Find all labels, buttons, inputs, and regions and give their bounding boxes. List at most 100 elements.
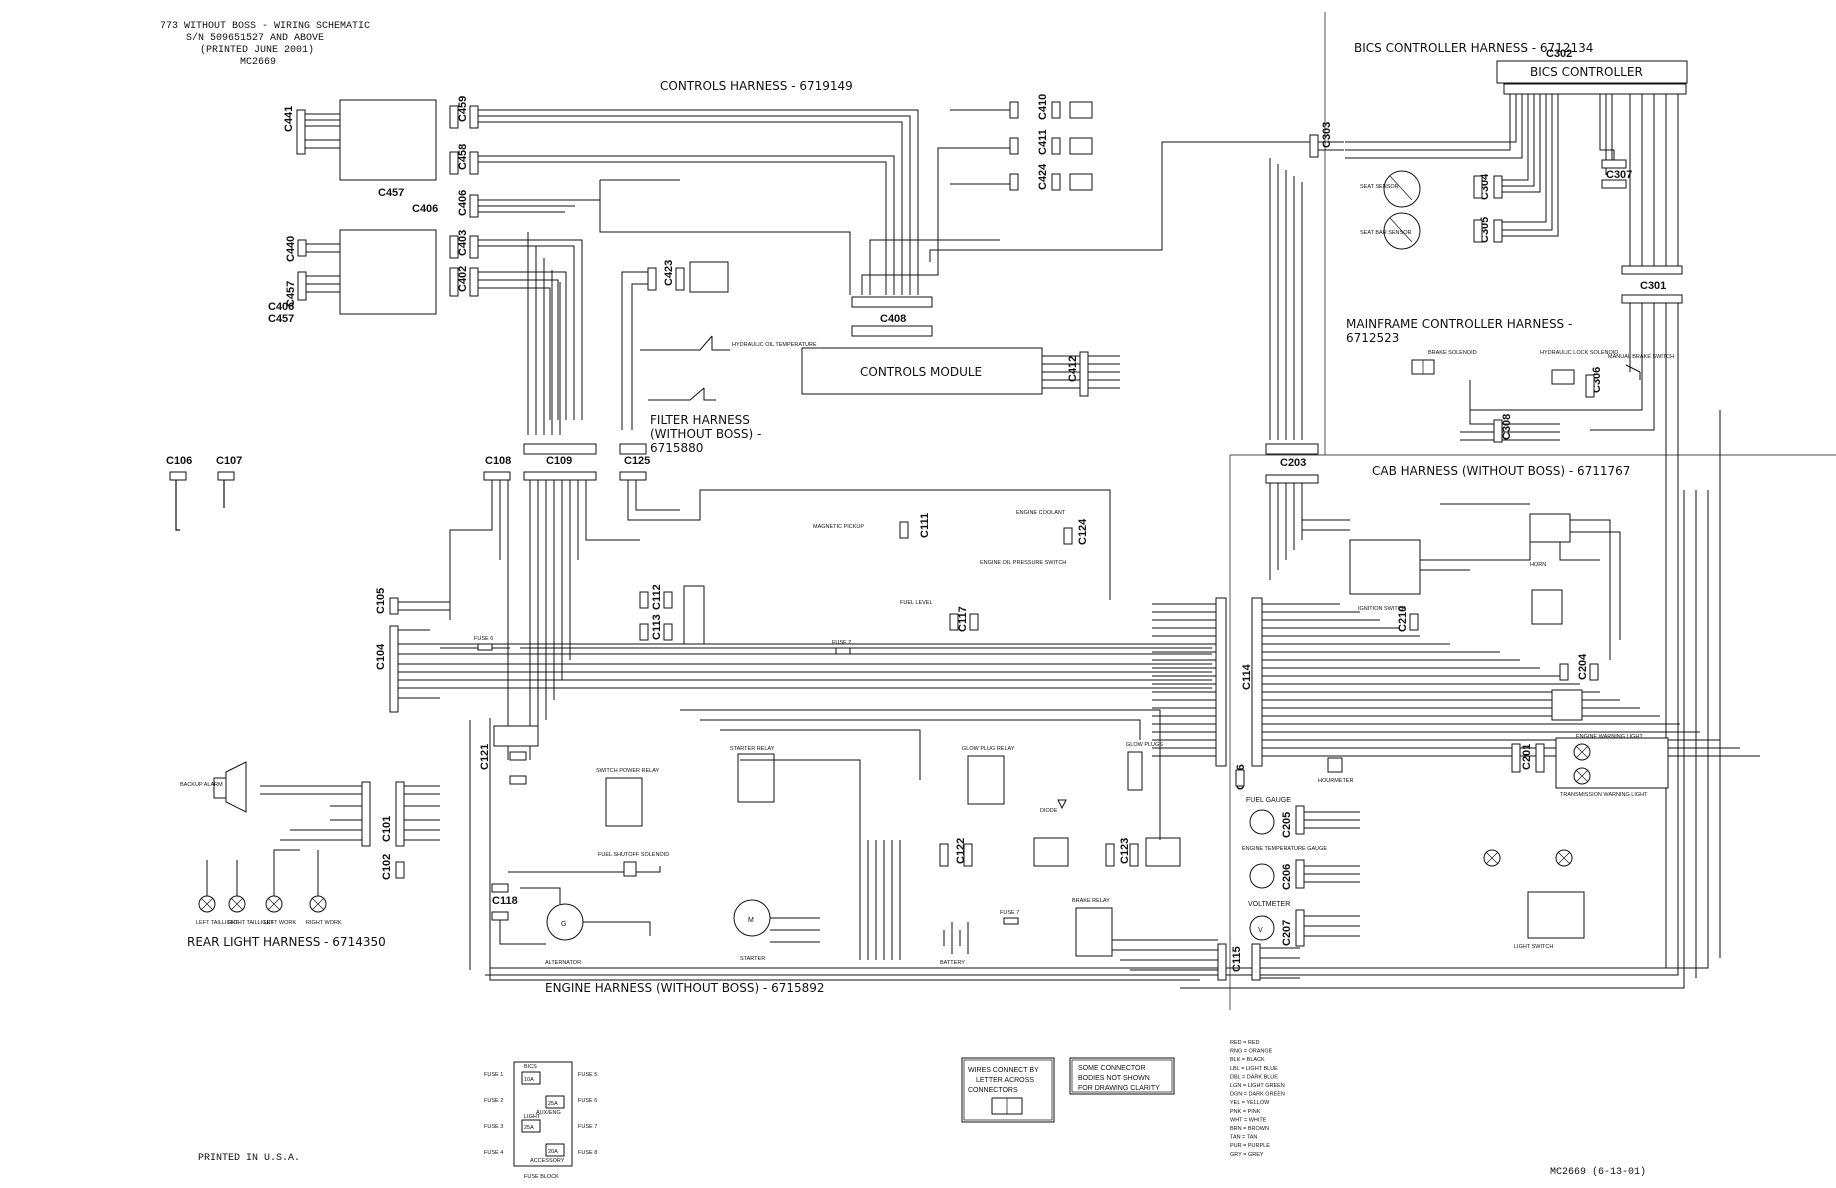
c308-wires <box>1460 380 1560 441</box>
left-work-light: LEFT WORK <box>264 895 296 926</box>
fuse-group-label: AUX/ENG <box>536 1110 561 1116</box>
battery: BATTERY FUSE 7 <box>940 910 1019 966</box>
filter-harness-label-1: FILTER HARNESS <box>650 413 750 427</box>
engine-harness-label: ENGINE HARNESS (WITHOUT BOSS) - 6715892 <box>545 981 825 995</box>
c102-body <box>395 861 405 879</box>
c122-body <box>939 843 949 867</box>
manual-brake-label: MANUAL BRAKE SWITCH <box>1608 354 1674 360</box>
filter-harness-label-2: (WITHOUT BOSS) - <box>650 427 761 441</box>
left-taillight: LEFT TAILLIGHT <box>196 895 239 926</box>
note-line: SOME CONNECTOR <box>1078 1065 1146 1072</box>
bics-controller-box <box>1496 60 1688 84</box>
fuse-amp-label: 10A <box>524 1077 534 1083</box>
svg-text:V: V <box>1258 927 1263 934</box>
glow-plug-relay-label: GLOW PLUG RELAY <box>962 746 1015 752</box>
fuel-shutoff-label: FUEL SHUTOFF SOLENOID <box>598 852 669 858</box>
printed-in-usa: PRINTED IN U.S.A. <box>198 1153 300 1164</box>
connector-label: C459 <box>457 96 469 122</box>
connector-label: C124 <box>1077 518 1089 545</box>
c440-body <box>297 239 307 257</box>
fuse-cell <box>521 1071 541 1085</box>
backup-alarm: BACKUP ALARM <box>180 761 247 813</box>
fuse-label: FUSE 5 <box>578 1072 597 1078</box>
connector-label: C423 <box>663 260 675 286</box>
connector-label: C411 <box>1037 129 1049 155</box>
c118-body <box>491 883 509 893</box>
battery-label: BATTERY <box>940 960 965 966</box>
c408-body <box>851 296 933 308</box>
c423-body <box>647 267 657 291</box>
ignition-switch-symbol <box>1349 539 1421 595</box>
connector-label: C106 <box>166 455 192 467</box>
c123-body <box>1105 843 1115 867</box>
transmission-warning-label: TRANSMISSION WARNING LIGHT <box>1560 792 1648 798</box>
c201-body-2 <box>1535 743 1545 773</box>
c408-body-2 <box>851 325 933 337</box>
connector-label: C406 <box>268 301 294 313</box>
controls-module-box <box>801 347 1043 395</box>
c203-feed-wires <box>1269 158 1303 440</box>
connector-label: C118 <box>492 895 518 907</box>
c301-wires <box>485 303 1679 976</box>
alternator: G ALTERNATOR <box>545 903 584 966</box>
starter-label: STARTER <box>740 956 765 962</box>
bics-pin-strip <box>1503 83 1687 95</box>
backup-alarm-label: BACKUP ALARM <box>180 782 223 788</box>
bics-harness-label: BICS CONTROLLER HARNESS - 6712134 <box>1354 41 1593 55</box>
fuse-6-label: FUSE 6 <box>474 636 493 642</box>
connector-label: C307 <box>1606 169 1632 181</box>
left-work-label: LEFT WORK <box>264 920 296 926</box>
c114-body-left <box>1215 597 1227 767</box>
c204-body <box>1559 663 1569 681</box>
fuse-group-label: ACCESSORY <box>530 1158 565 1164</box>
hydraulic-lock-solenoid: HYDRAULIC LOCK SOLENOID <box>1540 350 1618 385</box>
starter-relay-label: STARTER RELAY <box>730 746 775 752</box>
c403-body-2 <box>469 235 479 259</box>
c410-body <box>1009 101 1019 119</box>
connector-label: C457 <box>285 281 297 307</box>
c410-body-2 <box>1051 101 1061 119</box>
c109-feed-wires <box>527 232 561 435</box>
c204-body-2 <box>1589 663 1599 681</box>
connector-label: C115 <box>1231 946 1243 972</box>
manual-brake-switch: MANUAL BRAKE SWITCH <box>1608 354 1674 380</box>
c459-body <box>449 105 459 129</box>
horn-label: HORN <box>1530 562 1546 568</box>
c303-body <box>1309 134 1319 158</box>
high-flow-switch <box>1529 513 1571 543</box>
glow-plug-relay-box <box>967 755 1005 805</box>
hydraulic-oil-temperature-switch: HYDRAULIC OIL TEMPERATURE <box>640 335 817 351</box>
connector-label: C125 <box>624 455 650 467</box>
fuse-group-label: LIGHT <box>524 1114 541 1120</box>
title-line-2: S/N 509651527 AND ABOVE <box>186 32 324 44</box>
fuse-amp-label: 20A <box>548 1149 558 1155</box>
c123-body-2 <box>1129 843 1139 867</box>
connector-label: C410 <box>1037 94 1049 120</box>
connector-label: C101 <box>381 816 393 842</box>
fuel-gauge: FUEL GAUGE <box>1246 797 1291 835</box>
connector-label: C113 <box>651 614 663 640</box>
cab-harness-label: CAB HARNESS (WITHOUT BOSS) - 6711767 <box>1372 464 1630 478</box>
right-head-light <box>1555 849 1573 867</box>
brake-relay-box <box>1075 907 1113 957</box>
connector-label: C440 <box>285 236 297 262</box>
fuse-cell <box>545 1143 565 1157</box>
c101-wires <box>404 785 440 841</box>
seat-bar-sensor-label: SEAT BAR SENSOR <box>1360 230 1411 236</box>
bics-controller: C302 BICS CONTROLLER <box>1345 48 1688 270</box>
c125-body-top <box>619 443 647 455</box>
hourmeter: HOURMETER <box>1318 757 1353 784</box>
backup-alarm-symbol <box>213 761 247 813</box>
diode-label: DIODE <box>1040 808 1058 814</box>
c125-body <box>619 471 647 481</box>
c113-body-2 <box>663 623 673 641</box>
fuse-2-label: FUSE 2 <box>832 640 851 646</box>
c101-body-2 <box>395 781 405 847</box>
c458-body-2 <box>469 151 479 175</box>
fuse-label: FUSE 8 <box>578 1150 597 1156</box>
temp-gauge-label: ENGINE TEMPERATURE GAUGE <box>1242 846 1327 852</box>
solenoid-shield <box>1033 837 1069 867</box>
c406-body <box>469 194 479 218</box>
c112-body <box>639 591 649 609</box>
